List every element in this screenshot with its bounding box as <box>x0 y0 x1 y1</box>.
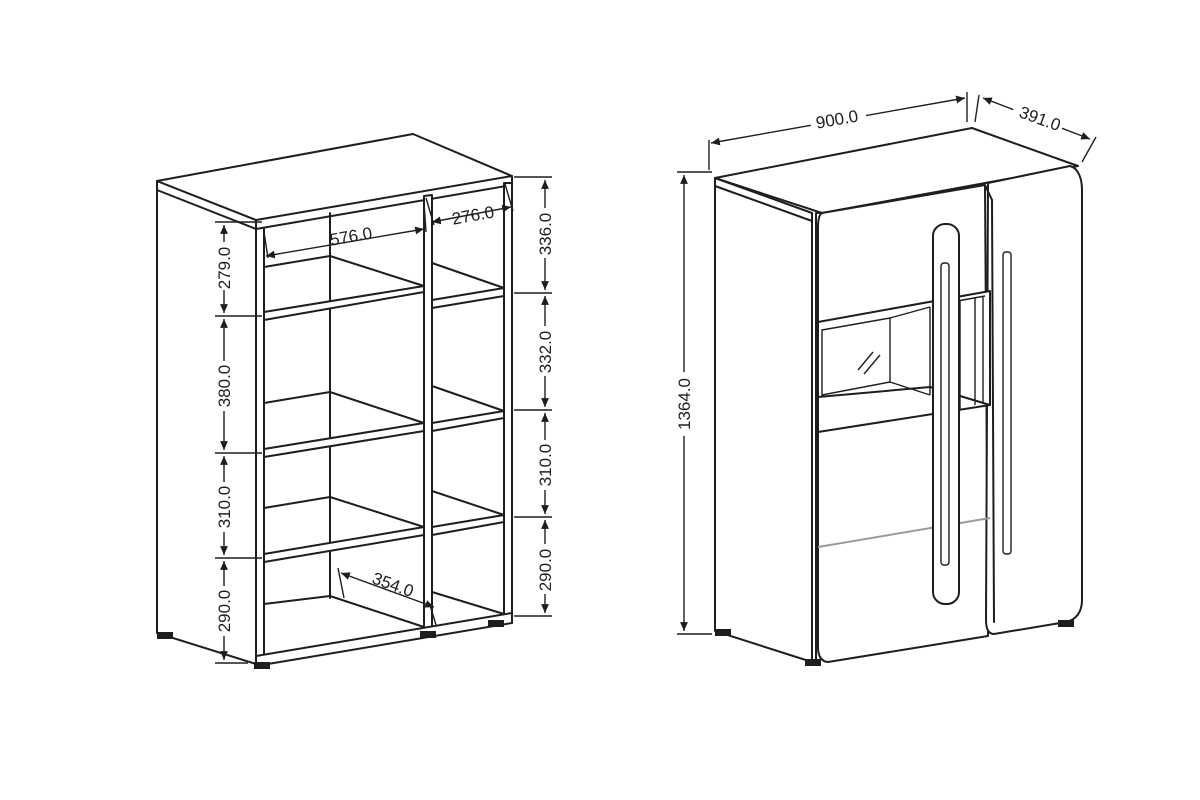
shelf-left-2 <box>263 391 425 458</box>
dim-height: 1364.0 <box>675 378 694 430</box>
dim-left-height-3: 310.0 <box>215 486 234 529</box>
dim-left-height-1: 279.0 <box>215 247 234 290</box>
glass-shelf-line <box>817 517 991 548</box>
foot <box>157 632 173 639</box>
shelf-divider <box>423 194 433 637</box>
open-shelf-unit <box>156 133 513 669</box>
foot <box>488 620 504 627</box>
shelf-right-2 <box>431 385 505 432</box>
cabinet-side-panel <box>714 177 813 663</box>
right-dimensions: 900.0 391.0 1364.0 <box>674 92 1097 635</box>
foot <box>420 631 436 638</box>
dim-right-height-3: 310.0 <box>536 444 555 487</box>
shelf-left-3 <box>263 496 425 563</box>
closed-cabinet <box>714 127 1083 666</box>
dim-right-height-2: 332.0 <box>536 331 555 374</box>
foot <box>254 662 270 669</box>
handle-right-door <box>1002 251 1012 555</box>
dim-depth: 391.0 <box>1017 103 1063 135</box>
dim-right-height-4: 290.0 <box>536 549 555 592</box>
shelf-bottom-panel <box>255 612 513 667</box>
dim-bottom-depth: 354.0 <box>370 569 416 601</box>
handle-left-door <box>932 223 960 605</box>
shelf-right-1 <box>431 262 505 309</box>
shelf-side-panel <box>156 180 257 665</box>
dim-left-height-2: 380.0 <box>215 365 234 408</box>
dim-interior-width: 576.0 <box>328 224 373 250</box>
dim-right-height-1: 336.0 <box>536 213 555 256</box>
shelf-right-3 <box>431 490 505 536</box>
dim-right-compartment-width: 276.0 <box>450 203 495 229</box>
cabinet-right-door <box>985 165 1083 635</box>
handle-inner-left <box>940 262 950 566</box>
foot <box>1058 620 1074 627</box>
shelf-left-1 <box>263 255 425 321</box>
foot <box>715 629 731 636</box>
shelf-right-panel <box>503 182 513 618</box>
foot <box>805 659 821 666</box>
dim-width: 900.0 <box>814 107 859 133</box>
dim-left-height-4: 290.0 <box>215 590 234 633</box>
